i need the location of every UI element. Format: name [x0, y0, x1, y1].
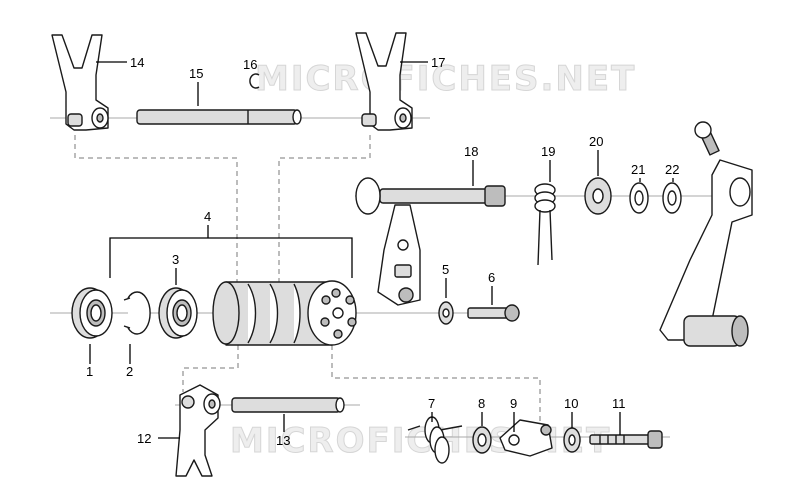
- callout-19: 19: [541, 144, 555, 159]
- washer-22: [662, 182, 682, 214]
- bolt-long: [589, 430, 663, 449]
- callout-21: 21: [631, 162, 645, 177]
- bearing-right: [158, 287, 198, 339]
- fork-shaft: [136, 109, 302, 125]
- bearing-left: [71, 287, 113, 339]
- bolt-short: [467, 304, 520, 322]
- callout-8: 8: [478, 396, 485, 411]
- callout-11: 11: [612, 396, 626, 411]
- snap-ring: [123, 291, 151, 335]
- fork-shaft-lower: [231, 397, 345, 413]
- callout-12: 12: [137, 431, 151, 446]
- assembly-dashed-lines: [74, 135, 541, 428]
- torsion-spring-upper: [534, 183, 556, 266]
- callout-5: 5: [442, 262, 449, 277]
- callout-17: 17: [431, 55, 445, 70]
- washer-small: [438, 301, 454, 325]
- callout-20: 20: [589, 134, 603, 149]
- shift-fork-lower: [175, 384, 221, 477]
- callout-2: 2: [126, 364, 133, 379]
- callout-22: 22: [665, 162, 679, 177]
- gear-shift-pedal: [659, 121, 753, 347]
- leader-lines: [89, 61, 674, 439]
- circlip: [249, 73, 260, 89]
- watermark-top: MICROFICHES.NET: [255, 59, 636, 99]
- callout-18: 18: [464, 144, 478, 159]
- collar-bush: [472, 426, 492, 454]
- shift-fork-left: [51, 34, 109, 131]
- torsion-spring-lower: [407, 416, 463, 464]
- callout-16: 16: [243, 57, 257, 72]
- gear-shift-shaft: [355, 177, 506, 306]
- washer-large: [584, 177, 612, 215]
- callout-14: 14: [130, 55, 144, 70]
- shift-fork-right: [355, 32, 413, 131]
- stopper-arm: [499, 419, 553, 457]
- callout-4: 4: [204, 209, 211, 224]
- callout-numbers: 14 15 16 17 1 2 3 4 5 6 18 19 20 21 22 7…: [86, 55, 679, 448]
- washer-21: [629, 182, 649, 214]
- callout-7: 7: [428, 396, 435, 411]
- washer-10: [563, 427, 581, 453]
- callout-9: 9: [510, 396, 517, 411]
- callout-13: 13: [276, 433, 290, 448]
- callout-6: 6: [488, 270, 495, 285]
- callout-15: 15: [189, 66, 203, 81]
- callout-10: 10: [564, 396, 578, 411]
- callout-1: 1: [86, 364, 93, 379]
- callout-3: 3: [172, 252, 179, 267]
- shift-drum: [212, 280, 357, 346]
